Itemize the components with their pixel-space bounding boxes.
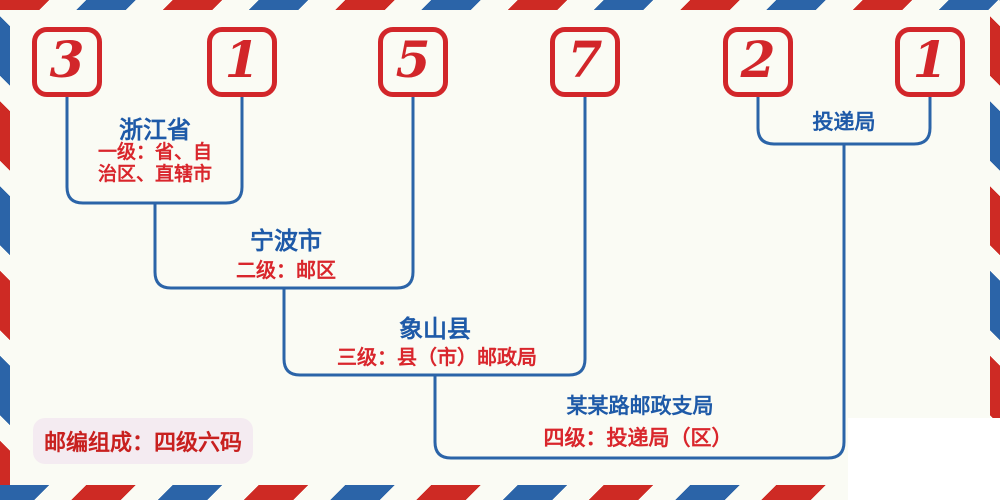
digit-2: 1	[224, 30, 260, 89]
digit-box-3: 5	[378, 27, 448, 97]
level2-description: 二级：邮区	[236, 260, 336, 282]
level1-description-line1: 一级：省、自	[97, 142, 213, 163]
digit-box-4: 7	[550, 27, 620, 97]
digit-box-5: 2	[723, 27, 793, 97]
digit-6: 1	[912, 30, 948, 89]
level4-region-name: 某某路邮政支局	[566, 394, 714, 418]
bracket-level4	[433, 144, 846, 460]
level3-region-name: 象山县	[399, 317, 471, 343]
digit-1: 3	[49, 30, 85, 89]
composition-badge-text: 邮编组成：四级六码	[43, 430, 242, 455]
level4-description: 四级：投递局（区）	[543, 426, 733, 450]
envelope-stripe-border-right	[990, 0, 1000, 500]
digit-4: 7	[567, 30, 603, 89]
bottom-right-white-patch	[848, 418, 1000, 500]
level1-description-line2: 治区、直辖市	[97, 164, 213, 185]
digit-box-1: 3	[32, 27, 102, 97]
envelope-stripe-border-left	[0, 0, 10, 500]
composition-badge: 邮编组成：四级六码	[33, 418, 253, 464]
delivery-office-label: 投递局	[812, 110, 876, 134]
level1-region-name: 浙江省	[119, 118, 191, 144]
digit-3: 5	[395, 30, 431, 89]
digit-box-2: 1	[207, 27, 277, 97]
envelope-stripe-border-top	[0, 0, 1000, 10]
level1-description: 一级：省、自 治区、直辖市	[98, 142, 212, 186]
digit-box-6: 1	[895, 27, 965, 97]
level3-description: 三级：县（市）邮政局	[337, 347, 537, 369]
level2-region-name: 宁波市	[250, 229, 322, 255]
envelope-stripe-border-bottom	[0, 485, 1000, 500]
digit-5: 2	[740, 30, 776, 89]
